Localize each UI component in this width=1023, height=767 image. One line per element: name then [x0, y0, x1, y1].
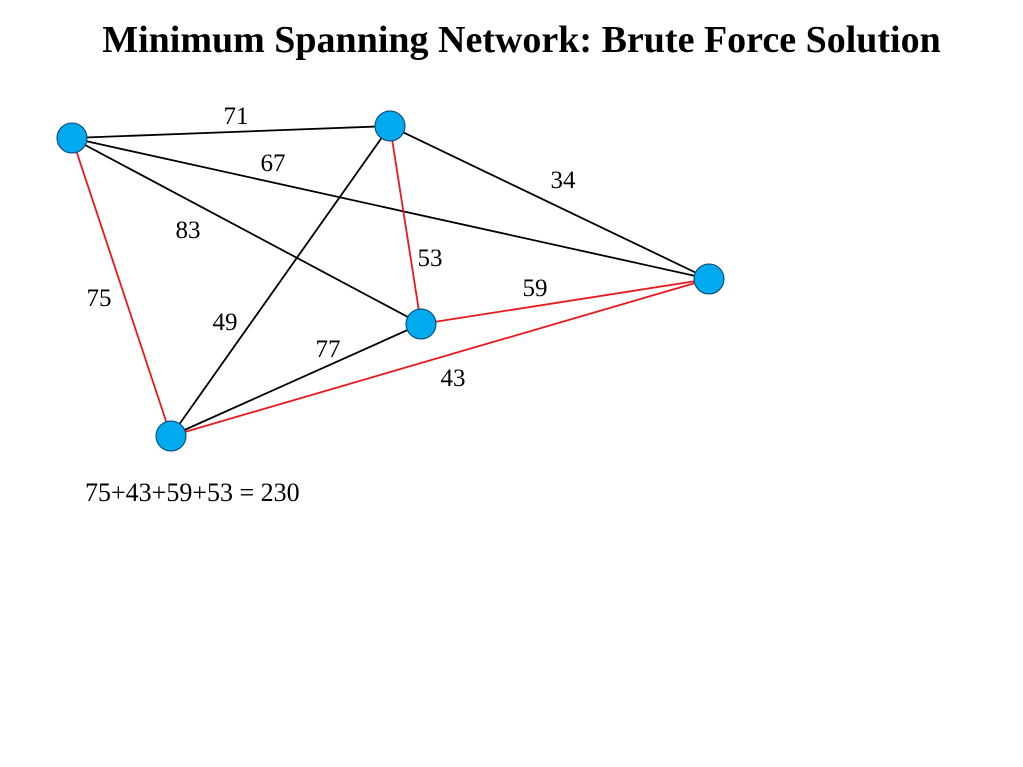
edge-d-e-selected [170, 278, 710, 437]
edge-a-d [71, 137, 710, 280]
edge-b-d [389, 125, 710, 280]
edge-a-c [71, 137, 422, 325]
network-node-e [155, 420, 187, 452]
edge-weight-label-b-e: 49 [213, 309, 238, 336]
edge-a-b [71, 125, 391, 139]
edge-weight-label-a-e: 75 [87, 285, 112, 312]
edge-c-d-selected [420, 278, 710, 325]
slide-title: Minimum Spanning Network: Brute Force So… [102, 19, 941, 61]
weight-labels-layer: 71 67 83 75 34 53 49 59 77 43 [87, 103, 577, 392]
total-weight-equation: 75+43+59+53 = 230 [85, 478, 300, 507]
edge-b-e [170, 125, 391, 437]
edge-weight-label-a-c: 83 [176, 217, 201, 244]
edge-b-c-selected [389, 125, 422, 325]
edge-weight-label-c-e: 77 [316, 336, 341, 363]
edge-weight-label-a-b: 71 [224, 103, 249, 130]
nodes-layer [56, 110, 725, 452]
network-node-b [374, 110, 406, 142]
network-node-c [405, 308, 437, 340]
edge-a-e-selected [71, 137, 172, 437]
edge-weight-label-b-c: 53 [418, 245, 443, 272]
edge-weight-label-a-d: 67 [261, 150, 286, 177]
edge-weight-label-d-e: 43 [441, 365, 466, 392]
edge-weight-label-b-d: 34 [551, 167, 577, 194]
network-node-d [693, 263, 725, 295]
edge-c-e [170, 323, 422, 437]
edges-layer [71, 125, 710, 437]
edge-weight-label-c-d: 59 [523, 275, 548, 302]
network-node-a [56, 122, 88, 154]
